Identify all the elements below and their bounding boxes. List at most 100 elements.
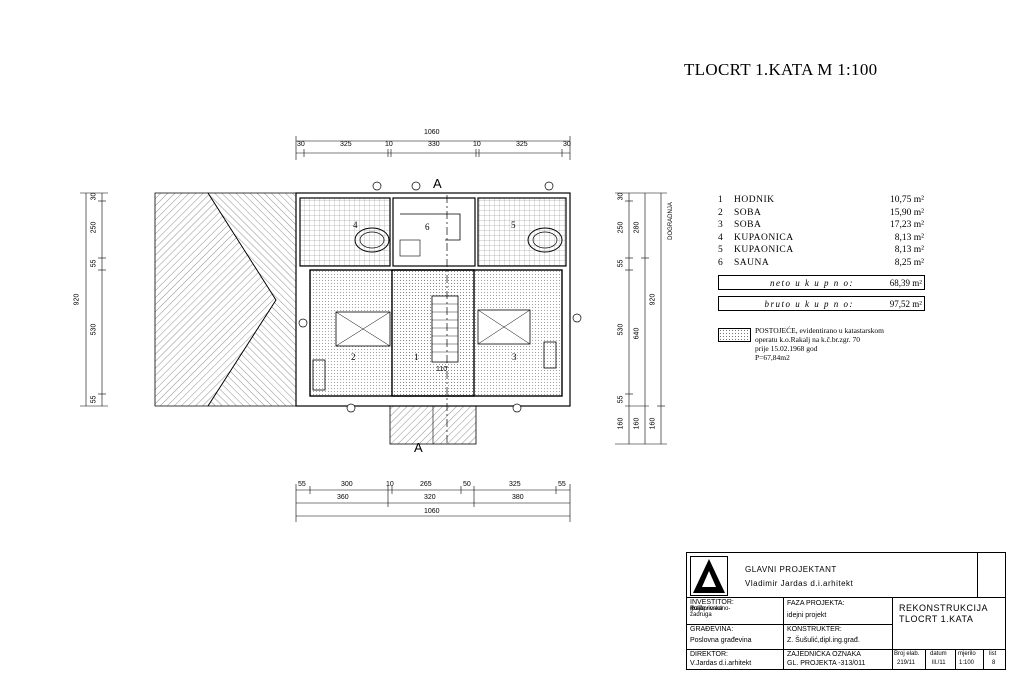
legend-swatch xyxy=(718,328,751,342)
dim-right-part: 160 xyxy=(649,417,657,430)
dim-right-total: 920 xyxy=(649,293,657,306)
col-head: mjerilo xyxy=(958,651,976,657)
glavni-projektant: GLAVNI PROJEKTANT xyxy=(745,565,837,574)
dim-bottom-part: 10 xyxy=(386,481,394,488)
roof-left xyxy=(154,192,297,407)
dim-bottom-part: 265 xyxy=(420,481,432,488)
direktor-value: V.Jardas d.i.arhitekt xyxy=(690,660,752,667)
investitor-line: građevinska zadruga xyxy=(690,606,723,618)
dim-right-part: 160 xyxy=(617,417,625,430)
dim-right-mid: 280 xyxy=(633,221,641,234)
dim-bottom-mid: 320 xyxy=(424,494,436,501)
stair-dim: 110 xyxy=(436,366,448,373)
room-area: 8,25 m² xyxy=(894,257,924,268)
dim-bottom-part: 55 xyxy=(558,481,566,488)
room-name: SOBA xyxy=(734,207,762,218)
dims-left xyxy=(80,192,108,407)
sheet-title-2: TLOCRT 1.KATA xyxy=(899,614,974,624)
room-area: 8,13 m² xyxy=(894,232,924,243)
room-name: HODNIK xyxy=(734,195,775,206)
room-number: 1 xyxy=(414,352,419,362)
neto-label: neto u k u p n o: xyxy=(770,277,854,288)
section-mark-bottom: A xyxy=(414,440,423,455)
room-name: SOBA xyxy=(734,220,762,231)
bruto-label: bruto u k u p n o: xyxy=(764,298,854,309)
konstrukter-label: KONSTRUKTER: xyxy=(787,626,842,633)
section-mark-top: A xyxy=(433,176,442,191)
dim-bottom-part: 50 xyxy=(463,481,471,488)
investitor-label: INVESTITOR: xyxy=(690,599,734,606)
room-no: 4 xyxy=(718,232,723,243)
title-block: GLAVNI PROJEKTANT Vladimir Jardas d.i.ar… xyxy=(686,552,1006,670)
faza-label: FAZA PROJEKTA: xyxy=(787,600,845,607)
logo xyxy=(690,556,728,596)
room-no: 5 xyxy=(718,245,723,256)
room-area: 10,75 m² xyxy=(890,195,924,206)
room-name: KUPAONICA xyxy=(734,245,794,256)
col-head: datum xyxy=(930,651,947,657)
sheet-title-1: REKONSTRUKCIJA xyxy=(899,603,989,613)
bruto-value: 97,52 m² xyxy=(889,298,922,309)
dim-left-part: 30 xyxy=(90,192,98,201)
dim-top-total: 1060 xyxy=(424,129,440,136)
legend-line: P=67,84m2 xyxy=(755,353,790,362)
dim-right-part: 55 xyxy=(617,259,625,268)
room-no: 2 xyxy=(718,207,723,218)
bruto-total-box: bruto u k u p n o: 97,52 m² xyxy=(718,296,925,311)
investitor-line: Kolar xyxy=(690,606,705,612)
bath-right xyxy=(477,197,567,267)
dim-bottom-total: 1060 xyxy=(424,508,440,515)
room-number: 4 xyxy=(353,220,358,230)
room-name: SAUNA xyxy=(734,257,770,268)
dim-right-mid: 160 xyxy=(633,417,641,430)
zajednicka-value: GL. PROJEKTA -313/011 xyxy=(787,660,866,667)
dim-bottom-mid: 360 xyxy=(337,494,349,501)
dim-bottom-part: 55 xyxy=(298,481,306,488)
col-val: 1:100 xyxy=(959,660,975,666)
dims-top xyxy=(295,136,571,160)
zajednicka-label: ZAJEDNIČKA OZNAKA xyxy=(787,651,861,658)
dim-bottom-part: 325 xyxy=(509,481,521,488)
dim-top-part: 330 xyxy=(428,141,440,148)
dim-right-part: 250 xyxy=(617,221,625,234)
dims-bottom xyxy=(295,484,571,522)
room-number: 6 xyxy=(425,222,430,232)
room-area: 15,90 m² xyxy=(890,207,924,218)
room-no: 6 xyxy=(718,257,723,268)
neto-value: 68,39 m² xyxy=(889,277,922,288)
investitor-line: Poljoprivredno- xyxy=(690,606,731,612)
room-name: KUPAONICA xyxy=(734,232,794,243)
sauna xyxy=(392,197,476,267)
dim-right-mid: 640 xyxy=(633,327,641,340)
architect-name: Vladimir Jardas d.i.arhitekt xyxy=(745,579,854,588)
room-area: 17,23 m² xyxy=(890,220,924,231)
konstrukter-value: Z. Šušulić,dipl.ing.građ. xyxy=(787,637,860,644)
dim-top-part: 10 xyxy=(385,141,393,148)
room-row: 3 SOBA 17,23 m² xyxy=(718,219,924,232)
gradevina-value: Poslovna građevina xyxy=(690,637,752,644)
dogradnja-label: DOGRADNJA xyxy=(667,202,674,240)
dim-left-part: 530 xyxy=(90,323,98,336)
col-val: 219/11 xyxy=(897,660,915,666)
dim-top-part: 10 xyxy=(473,141,481,148)
room-no: 3 xyxy=(718,220,723,231)
room-no: 1 xyxy=(718,195,723,206)
room-area: 8,13 m² xyxy=(894,245,924,256)
gradevina-label: GRAĐEVINA: xyxy=(690,626,734,633)
dim-right-part: 530 xyxy=(617,323,625,336)
dim-left-part: 55 xyxy=(90,259,98,268)
room-row: 6 SAUNA 8,25 m² xyxy=(718,257,924,270)
dims-right xyxy=(615,192,667,445)
col-val: 8 xyxy=(992,660,996,666)
direktor-label: DIREKTOR: xyxy=(690,651,728,658)
room-number: 2 xyxy=(351,352,356,362)
legend-text: POSTOJEĆE, evidentirano u katastarskom o… xyxy=(755,326,925,362)
room-row: 5 KUPAONICA 8,13 m² xyxy=(718,244,924,257)
room-row: 2 SOBA 15,90 m² xyxy=(718,207,924,220)
dim-left-part: 250 xyxy=(90,221,98,234)
dim-top-part: 30 xyxy=(563,141,571,148)
room-number: 5 xyxy=(511,220,516,230)
dim-bottom-mid: 380 xyxy=(512,494,524,501)
col-head: list xyxy=(989,651,997,657)
